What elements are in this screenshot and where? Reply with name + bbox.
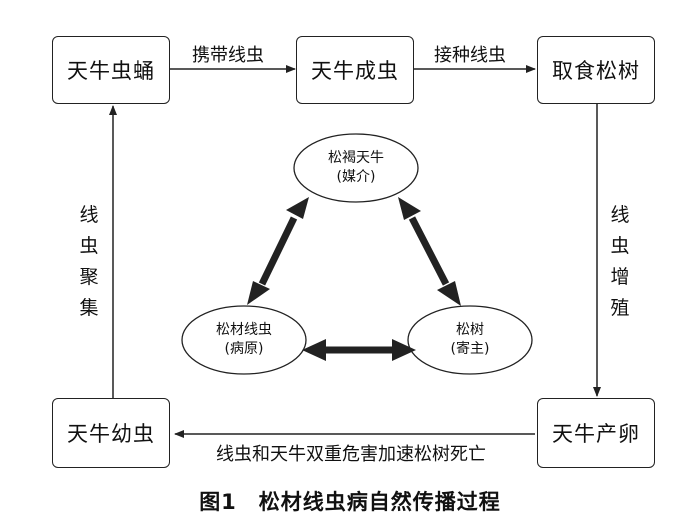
figure-caption: 图1 松材线虫病自然传播过程 [199,490,501,514]
label-nematode-gather: 线虫聚集 [79,204,99,319]
host-role: (寄主) [450,341,490,357]
pathogen-name: 松材线虫 [216,322,272,338]
box-pupa: 天牛虫蛹 [52,36,170,104]
double-arrow-vector-host [398,197,461,306]
box-larva: 天牛幼虫 [52,398,170,468]
ellipse-pathogen-text: 松材线虫 (病原) [188,321,300,359]
ellipse-host-text: 松树 (寄主) [414,321,526,359]
double-arrow-vector-pathogen [247,197,309,305]
vector-role: (媒介) [336,169,376,185]
host-name: 松树 [456,322,484,338]
box-feeding: 取食松树 [537,36,655,104]
pathogen-role: (病原) [224,341,264,357]
label-inoculate-nematode: 接种线虫 [434,45,506,66]
ellipse-vector-text: 松褐天牛 (媒介) [300,149,412,187]
vector-name: 松褐天牛 [328,150,384,166]
ellipse-pathogen [181,305,307,375]
double-arrow-pathogen-host [302,339,416,361]
ellipse-host [407,305,533,375]
box-egg: 天牛产卵 [537,398,655,468]
label-carry-nematode: 携带线虫 [192,45,264,66]
box-adult: 天牛成虫 [296,36,414,104]
label-accelerated-death: 线虫和天牛双重危害加速松树死亡 [216,444,486,465]
label-nematode-multiply: 线虫增殖 [610,204,630,319]
ellipse-vector [293,133,419,203]
